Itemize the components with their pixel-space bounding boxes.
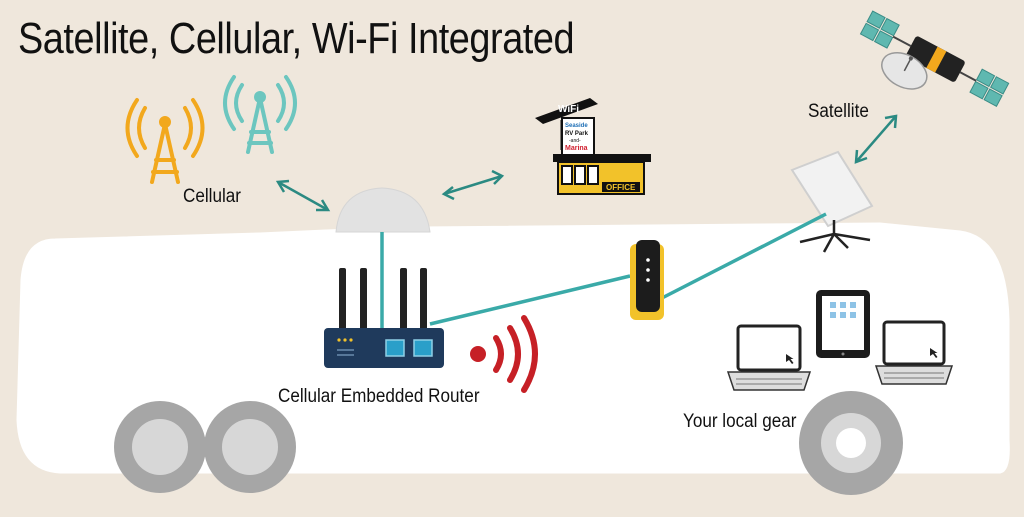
label-router: Cellular Embedded Router xyxy=(278,386,480,407)
sign-wifi-text: WiFi xyxy=(558,104,579,115)
page-title: Satellite, Cellular, Wi-Fi Integrated xyxy=(18,14,575,63)
label-local-gear: Your local gear xyxy=(683,411,797,432)
sign-office-text: OFFICE xyxy=(606,183,636,192)
router-icon xyxy=(324,268,444,368)
tablet-icon xyxy=(816,290,870,358)
label-satellite: Satellite xyxy=(808,101,869,122)
arrow-cellular-dome xyxy=(275,179,331,212)
access-point-icon xyxy=(630,240,664,320)
link-lines xyxy=(380,212,827,330)
cell-tower-orange-icon xyxy=(125,98,205,184)
rear-wheels xyxy=(114,401,296,493)
campground-office-icon: WiFi Seaside RV Park -and- Marina OFFICE xyxy=(535,98,651,195)
label-cellular: Cellular xyxy=(183,186,241,207)
satellite-dish-icon xyxy=(790,150,874,253)
sign-park-line1: Seaside xyxy=(565,123,588,129)
sign-park-line4: Marina xyxy=(565,145,588,152)
arrow-dome-wifi xyxy=(441,169,505,201)
dome-antenna-icon xyxy=(335,187,431,233)
laptop-icon xyxy=(726,324,812,391)
sign-park-line2: RV Park xyxy=(565,131,589,137)
cell-tower-teal-icon xyxy=(223,75,297,154)
sign-park-line3: -and- xyxy=(569,138,581,144)
front-wheel xyxy=(799,391,903,495)
satellite-icon xyxy=(859,10,1010,107)
wifi-signal-icon xyxy=(470,315,538,393)
laptop-icon xyxy=(874,320,954,385)
arrow-satellite-dish xyxy=(854,114,898,164)
